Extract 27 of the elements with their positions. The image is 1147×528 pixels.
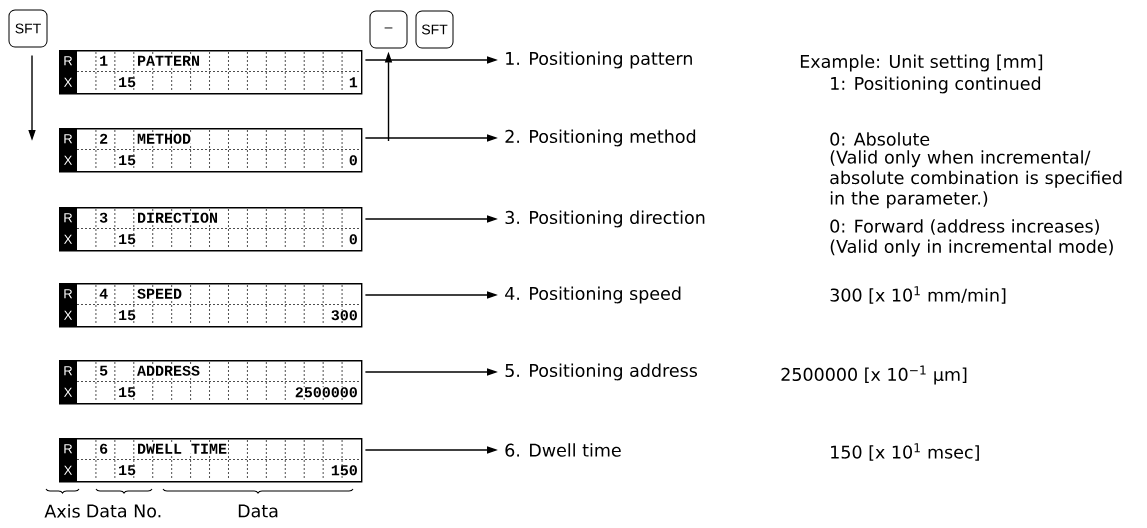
lcd-display: R X 4 SPEED 15 300 — [59, 283, 363, 328]
field-caption: Axis — [44, 504, 80, 518]
lcd-display: R X 5 ADDRESS 15 2500000 — [59, 360, 363, 405]
item-label: 3. Positioning direction — [505, 210, 705, 228]
item-label: 4. Positioning speed — [505, 286, 681, 304]
setting-note: Example: Unit setting [mm] — [800, 54, 1043, 72]
key-button: – — [369, 10, 408, 49]
item-label: 5. Positioning address — [505, 363, 698, 381]
item-label: 1. Positioning pattern — [506, 51, 692, 69]
item-label: 6. Dwell time — [505, 443, 621, 457]
lcd-display: R X 1 PATTERN 15 1 — [59, 50, 363, 95]
setting-note: (Valid only in incremental mode) — [830, 239, 1113, 257]
field-caption: Data — [238, 504, 278, 518]
key-button: SFT — [8, 9, 48, 48]
setting-note: 1: Positioning continued — [831, 76, 1041, 94]
lcd-display: R X 2 METHOD 15 0 — [59, 128, 363, 173]
setting-note: 150 [x 10$^{1}$ msec] — [831, 443, 979, 461]
key-button: SFT — [415, 10, 454, 49]
lcd-display: R X 3 DIRECTION 15 0 — [59, 207, 363, 252]
setting-note: (Valid only when incremental/ absolute combination is specified in the parameter.) — [830, 150, 1122, 209]
field-caption: Data No. — [87, 504, 161, 518]
item-label: 2. Positioning method — [505, 129, 696, 147]
setting-note: 0: Forward (address increases) — [830, 219, 1099, 235]
setting-note: 300 [x 10$^{1}$ mm/min] — [830, 286, 1006, 304]
setting-note: 0: Absolute — [830, 132, 930, 146]
lcd-display: R X 6 DWELL TIME 15 150 — [59, 438, 363, 483]
setting-note: 2500000 [x 10$^{−1}$ μm] — [781, 365, 967, 385]
